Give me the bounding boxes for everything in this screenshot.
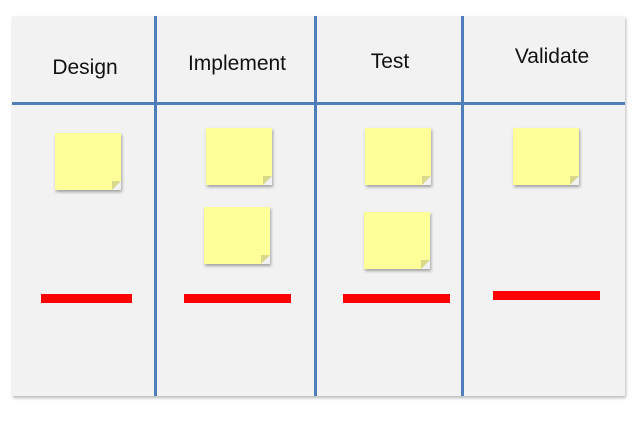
column-title-implement: Implement (187, 52, 287, 75)
column-title-test: Test (370, 50, 410, 73)
sticky-note[interactable] (55, 133, 121, 190)
kanban-board: Design Implement Test Validate (12, 16, 625, 396)
column-title-validate: Validate (514, 45, 590, 68)
wip-limit-bar-validate (493, 291, 600, 300)
wip-limit-bar-design (41, 294, 132, 303)
column-divider-1 (154, 16, 157, 396)
sticky-note[interactable] (204, 207, 270, 264)
wip-limit-bar-test (343, 294, 450, 303)
sticky-note[interactable] (365, 128, 431, 185)
column-title-design: Design (52, 56, 118, 79)
sticky-note[interactable] (206, 128, 272, 185)
header-divider (12, 102, 625, 105)
wip-limit-bar-implement (184, 294, 291, 303)
column-divider-2 (314, 16, 317, 396)
column-divider-3 (461, 16, 464, 396)
sticky-note[interactable] (364, 212, 430, 269)
sticky-note[interactable] (513, 128, 579, 185)
